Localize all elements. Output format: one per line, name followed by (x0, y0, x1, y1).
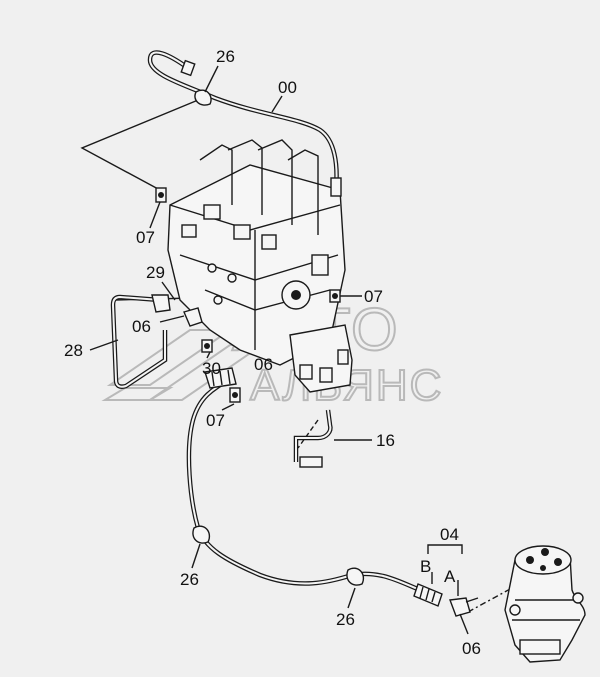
callout-B: B (420, 557, 431, 576)
motor-top (514, 545, 572, 575)
fitting-30 (201, 339, 213, 353)
leader-16-dash (297, 419, 319, 449)
tube-16 (293, 409, 333, 468)
motor-flange-lines (512, 599, 580, 621)
valve-port-5 (311, 254, 329, 276)
motor-port-1 (526, 556, 534, 564)
valve-bolt-3 (213, 295, 223, 305)
swing-motor (504, 545, 586, 663)
fitting-07-bottom (229, 387, 241, 403)
valve-bolt-1 (207, 263, 217, 273)
callout-07-left: 07 (136, 228, 155, 247)
fitting-29 (151, 294, 171, 313)
callout-06-left: 06 (132, 317, 151, 336)
valve-section-1 (199, 144, 233, 205)
callout-26-top: 26 (216, 47, 235, 66)
callout-labels: 26 00 07 29 07 06 28 30 06 07 16 04 B A … (64, 47, 481, 658)
valve-port-2 (233, 224, 251, 240)
callout-30: 30 (202, 359, 221, 378)
fitting-04 (413, 544, 463, 607)
valve-port-3 (261, 234, 277, 250)
hose-00 (147, 50, 342, 197)
callout-leaders (89, 65, 469, 635)
callout-26-left: 26 (180, 570, 199, 589)
valve-lower-port-1 (299, 364, 313, 380)
callout-04: 04 (440, 525, 459, 544)
hose-00-fitting-bottom (330, 177, 342, 197)
callout-A: A (444, 567, 456, 586)
motor-bolt-2 (572, 592, 584, 604)
valve-port-4 (181, 224, 197, 238)
fitting-06-bottom (449, 597, 479, 617)
leader-top-left (80, 97, 204, 191)
bracket-AB-legs (431, 572, 459, 596)
motor-bolt-1 (509, 604, 521, 616)
valve-bolt-2 (227, 273, 237, 283)
callout-16: 16 (376, 431, 395, 450)
tube-16-fitting (299, 456, 323, 468)
clamp-26-bottom (346, 567, 365, 586)
valve-flange-bore (291, 290, 301, 300)
fitting-07-right (329, 289, 341, 303)
callout-06-bottom: 06 (462, 639, 481, 658)
hose-main (186, 376, 439, 601)
control-valve-block (167, 139, 353, 393)
motor-port-2 (541, 548, 549, 556)
callout-07-bottom: 07 (206, 411, 225, 430)
fitting-06-mid (204, 367, 237, 389)
bracket-04 (427, 544, 463, 554)
callout-29: 29 (146, 263, 165, 282)
callout-06-mid: 06 (254, 355, 273, 374)
fitting-07-left (155, 187, 167, 203)
clamp-26-left (192, 525, 211, 544)
motor-base (519, 639, 561, 655)
valve-section-4 (287, 149, 319, 235)
clamp-26-top (194, 89, 212, 106)
valve-lower-port-2 (319, 367, 333, 383)
callout-28: 28 (64, 341, 83, 360)
motor-port-3 (554, 558, 562, 566)
valve-lower-port-3 (337, 349, 349, 365)
callout-00: 00 (278, 78, 297, 97)
valve-section-3 (257, 139, 293, 225)
fitting-06-left (183, 307, 203, 327)
motor-port-4 (540, 565, 546, 571)
valve-port-1 (203, 204, 221, 220)
hose-00-fitting-top (180, 59, 196, 77)
tube-28 (110, 294, 168, 389)
callout-07-right: 07 (364, 287, 383, 306)
valve-section-2 (227, 139, 263, 215)
callout-26-bottom: 26 (336, 610, 355, 629)
